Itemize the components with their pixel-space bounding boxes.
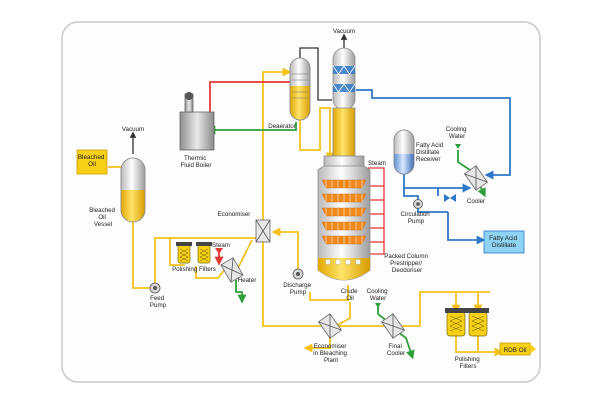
economiser-exchanger: [255, 219, 271, 243]
steam-valve-icon: [215, 248, 223, 254]
oil-line-deaerator-to-column: [299, 107, 335, 162]
rdb-oil-box-label: RDB Oil: [503, 347, 526, 354]
final-cooler-label: Final Cooler: [387, 343, 405, 357]
oil-line-to-polishing-filters: [169, 238, 185, 266]
economiser-label: Economiser: [218, 211, 251, 218]
thermic-fluid-boiler: [179, 92, 215, 151]
vacuum-top-label: Vacuum: [333, 28, 355, 35]
fatty-acid-distillate-receiver-label: Fatty Acid Distillate Receiver: [416, 142, 445, 163]
heater-label: Heater: [238, 277, 257, 284]
fatty-acid-distillate-box-label: Fatty Acid Distillate: [489, 235, 519, 249]
steam-left-label: Steam: [212, 242, 230, 249]
bleached-oil-box-label: Bleached Oil: [78, 154, 106, 168]
cooler-water-in: [457, 150, 471, 171]
polishing-filters-right-label: Polishing Filters: [455, 356, 482, 370]
oil-line-economiser-up: [262, 67, 292, 222]
oil-line-filters-to-rdb: [455, 334, 504, 357]
column-steam-line: [368, 167, 385, 255]
feed-pump-icon: [149, 282, 161, 294]
steam-top-label: Steam: [368, 160, 386, 167]
discharge-pump-icon: [292, 268, 304, 280]
circulation-pump-label: Circulation Pump: [401, 211, 432, 225]
economiser-bleaching-exchanger: [317, 313, 343, 339]
oil-line-feed-pump-up: [154, 233, 266, 283]
hot-fluid-line: [209, 77, 300, 112]
crude-oil-label: Crude Oil: [341, 288, 360, 302]
oil-line-crude-oil-down: [335, 302, 351, 327]
bleached-oil-vessel-label: Bleached Oil Vessel: [89, 207, 117, 228]
polishing-filters-left: [176, 242, 212, 264]
valve-icon: [444, 194, 456, 202]
thermic-fluid-boiler-label: Thermic Fluid Boiler: [181, 155, 212, 169]
column-vapor-to-receiver: [356, 89, 511, 180]
return-fluid-line: [206, 122, 297, 135]
final-cooler-exchanger: [380, 313, 406, 339]
deaerator-label: Deaerator: [268, 123, 296, 130]
rdb-oil-arrow-icon: [530, 344, 536, 354]
oil-line-filters-to-heater: [195, 266, 227, 279]
fatty-acid-distillate-receiver: [393, 129, 415, 175]
cooling-water-valve-icon: [455, 144, 461, 149]
thermic-lines: [206, 77, 486, 360]
circulation-pump-icon: [413, 199, 423, 209]
oil-line-vessel-to-feed-pump: [132, 220, 150, 289]
feed-pump-label: Feed Pump: [150, 295, 167, 309]
oil-line-final-cooler-up: [398, 291, 490, 327]
oil-lines: [108, 67, 504, 357]
steam-lines: [368, 167, 385, 255]
packed-column-label: Packed Column Prestripper/ Deodoriser: [384, 253, 429, 274]
discharge-pump-label: Discharge Pump: [283, 282, 313, 296]
vapor-lines: [356, 89, 511, 245]
bleached-oil-box: [76, 149, 108, 175]
distillate-out: [447, 212, 486, 245]
cooling-water-bottom-label: Cooling Water: [367, 288, 390, 302]
cooler-exchanger: [463, 165, 489, 191]
polishing-filters-left-label: Polishing Filters: [172, 266, 216, 273]
fatty-acid-distillate-box: [483, 230, 525, 254]
circulation-loop: [403, 188, 448, 213]
polishing-filters-right: [445, 308, 489, 337]
deaerator: [289, 57, 311, 121]
oil-line-heater-to-economiser: [237, 239, 253, 269]
oil-line-discharge-to-economiser: [271, 227, 299, 270]
labels: Vacuum Vacuum Bleached Oil Bleached Oil …: [78, 28, 527, 370]
deaerator-vent: [299, 47, 332, 101]
heater-cooling-line: [235, 280, 247, 304]
oil-line-economiser-down: [262, 240, 322, 327]
vacuum-left-label: Vacuum: [122, 126, 144, 133]
final-cooler-water-out: [397, 331, 415, 360]
cooler-label: Cooler: [467, 198, 485, 205]
packed-column: [317, 47, 371, 281]
economiser-bleaching-label: Economiser in Bleaching Plant: [313, 343, 348, 364]
heater-exchanger: [220, 257, 244, 283]
cooling-water-top-label: Cooling Water: [446, 126, 469, 140]
bleached-oil-vessel: [120, 157, 146, 223]
final-cooling-water-valve-icon: [375, 303, 381, 308]
oil-line-column-bottom-to-economiser: [309, 285, 349, 301]
